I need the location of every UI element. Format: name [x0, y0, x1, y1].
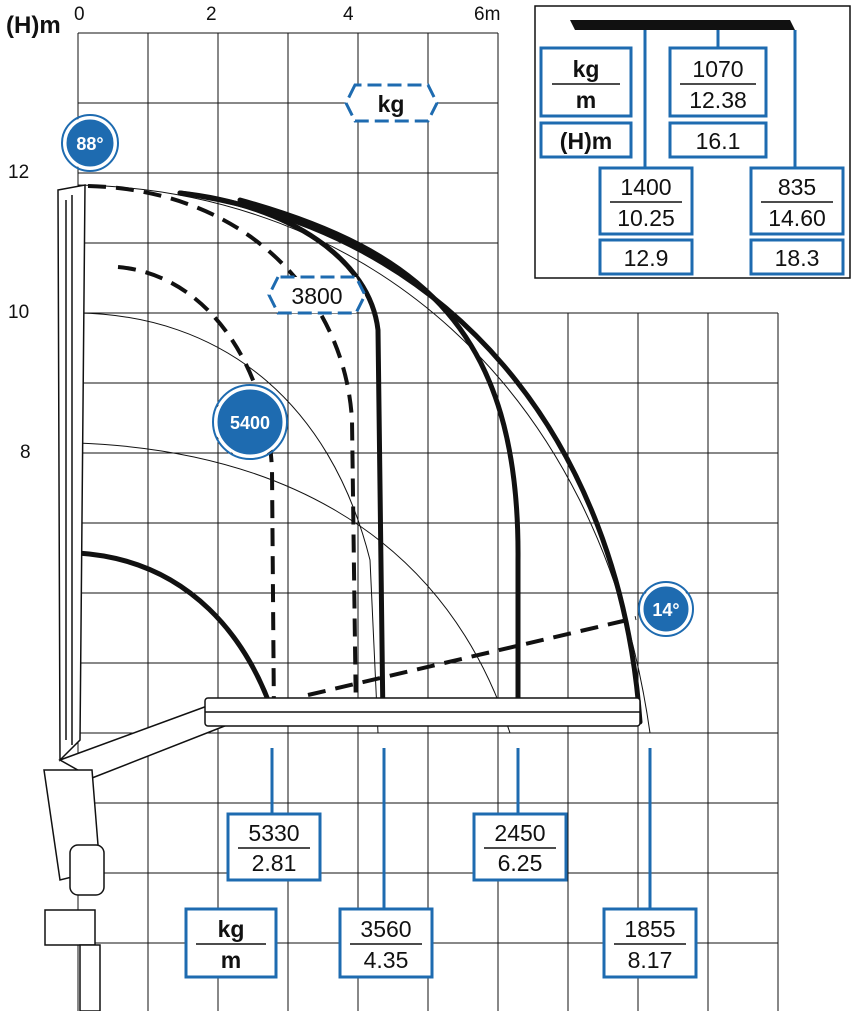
dashed-curve-1 [117, 265, 276, 721]
y-tick-8: 8 [20, 442, 31, 463]
crane-schematic [43, 184, 641, 1011]
load-tag-3800-label: 3800 [291, 283, 342, 309]
inset-h-129: 12.9 [624, 245, 669, 271]
curve-jib-1 [75, 550, 278, 723]
bottom-kg-1855: 1855 [624, 916, 675, 942]
bottom-legend-kg: kg [218, 916, 245, 942]
x-tick-4: 4 [343, 4, 354, 25]
bottom-m-281: 2.81 [252, 850, 297, 876]
angle-badge-14-label: 14° [652, 600, 679, 620]
bottom-values: 5330 2.81 3560 4.35 2450 6.25 1855 8.17 … [184, 748, 698, 979]
curve-jib-3 [237, 197, 521, 725]
inset-kg-1400: 1400 [620, 174, 671, 200]
bottom-m-435: 4.35 [364, 947, 409, 973]
dashed-line-14deg [307, 616, 637, 697]
y-tick-10: 10 [8, 302, 29, 323]
inset-legend-kg: kg [573, 56, 600, 82]
dashed-curve-2 [87, 184, 358, 721]
bottom-m-625: 6.25 [498, 850, 543, 876]
inset-m-1238: 12.38 [689, 87, 747, 113]
y-axis-title: (H)m [6, 12, 61, 39]
load-badge-5400-label: 5400 [230, 413, 270, 433]
inset-m-1025: 10.25 [617, 205, 675, 231]
bottom-kg-3560: 3560 [360, 916, 411, 942]
kg-unit-tag: kg [344, 83, 439, 123]
curve-jib-4 [177, 190, 643, 725]
bottom-kg-5330: 5330 [248, 820, 299, 846]
bottom-m-817: 8.17 [628, 947, 673, 973]
inset-panel: kg m (H)m 1070 12.38 16.1 1400 10.25 12.… [534, 5, 851, 279]
inset-kg-1070: 1070 [692, 56, 743, 82]
bottom-kg-2450: 2450 [494, 820, 545, 846]
angle-badge-14: 14° [638, 581, 694, 637]
inset-h-161: 16.1 [696, 128, 741, 154]
x-tick-6m: 6m [474, 4, 500, 25]
inset-h-183: 18.3 [775, 245, 820, 271]
solid-load-curves [75, 190, 643, 725]
bottom-legend-m: m [221, 947, 241, 973]
load-badge-5400: 5400 [212, 384, 288, 460]
inset-kg-835: 835 [778, 174, 816, 200]
x-tick-2: 2 [206, 4, 217, 25]
inset-m-1460: 14.60 [768, 205, 826, 231]
x-tick-0: 0 [74, 4, 85, 25]
load-tag-3800: 3800 [267, 275, 367, 315]
y-tick-12: 12 [8, 162, 29, 183]
angle-badge-88-label: 88° [76, 134, 103, 154]
angle-badge-88: 88° [61, 114, 119, 172]
inset-legend-h: (H)m [560, 128, 612, 154]
kg-unit-tag-label: kg [378, 91, 405, 117]
inset-legend-m: m [576, 87, 596, 113]
